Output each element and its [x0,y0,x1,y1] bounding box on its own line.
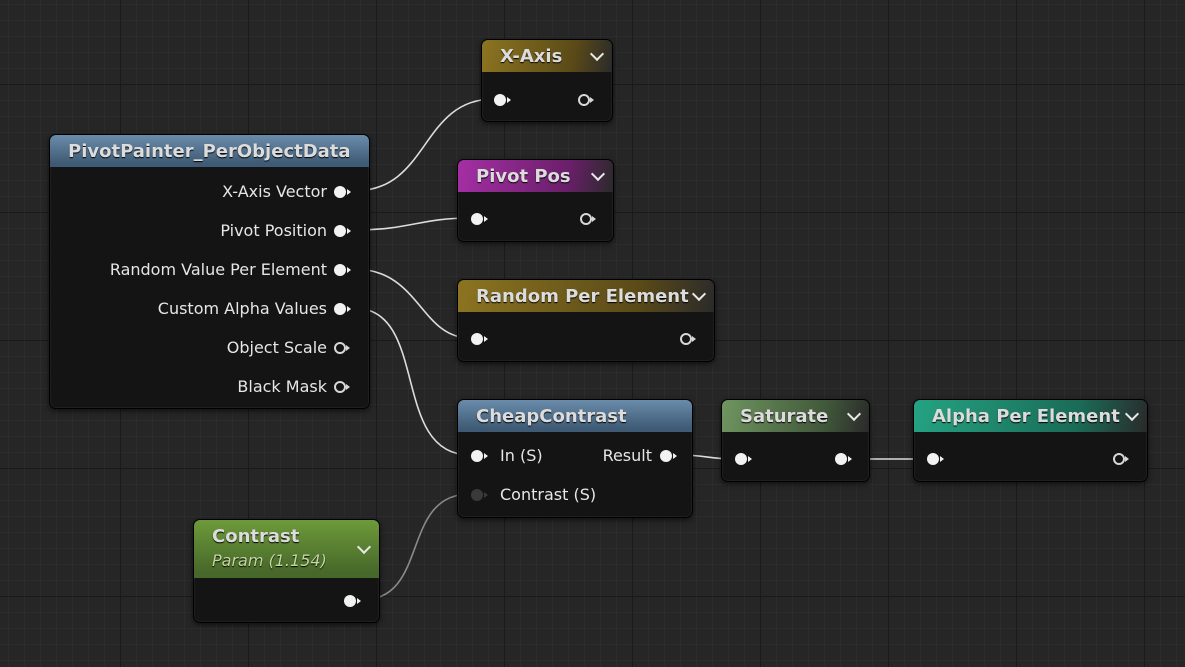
node-header: Random Per Element [458,280,714,312]
pin-icon[interactable] [334,264,351,276]
node-header: Alpha Per Element [914,400,1147,432]
pin-icon[interactable] [494,94,511,106]
pin-icon[interactable] [471,489,488,501]
node-title: CheapContrast [476,405,627,427]
node-saturate[interactable]: Saturate [721,399,870,482]
node-header: CheapContrast [458,400,692,432]
pin-icon[interactable] [334,342,350,354]
chevron-down-icon[interactable] [590,166,606,182]
node-title: Pivot Pos [476,165,571,187]
pin-label-custom-alpha: Custom Alpha Values [157,299,327,318]
pin-icon[interactable] [680,333,696,345]
pin-label-black-mask: Black Mask [237,377,327,396]
wire-random [353,268,471,339]
node-contrast-param[interactable]: Contrast Param (1.154) [193,519,380,623]
pin-icon[interactable] [471,213,488,225]
pin-icon[interactable] [334,225,351,237]
pin-label-random-value: Random Value Per Element [109,260,327,279]
node-title: Random Per Element [476,285,689,307]
pin-icon[interactable] [927,453,944,465]
node-subtitle: Param (1.154) [212,551,327,570]
pin-icon[interactable] [578,94,594,106]
node-alpha-per-element[interactable]: Alpha Per Element [913,399,1148,482]
pin-label-result: Result [602,446,652,465]
pin-icon[interactable] [1113,453,1129,465]
node-header: Contrast Param (1.154) [194,520,379,578]
node-title: Saturate [740,405,829,427]
pin-icon[interactable] [471,333,488,345]
wire-pivot [353,217,471,231]
node-pivot-pos[interactable]: Pivot Pos [457,159,614,242]
pin-label-object-scale: Object Scale [226,338,327,357]
node-header: Pivot Pos [458,160,613,192]
pin-label-contrast: Contrast (S) [500,485,597,504]
node-header: X-Axis [482,40,612,72]
pin-label-pivot-position: Pivot Position [220,221,327,240]
pin-icon[interactable] [471,450,488,462]
node-pivot-painter[interactable]: PivotPainter_PerObjectData X-Axis Vector… [49,134,370,409]
pin-label-in: In (S) [500,446,543,465]
node-title: PivotPainter_PerObjectData [68,140,351,162]
chevron-down-icon[interactable] [691,286,707,302]
pin-label-x-axis-vector: X-Axis Vector [222,182,327,201]
pin-icon[interactable] [334,381,350,393]
pin-icon[interactable] [580,213,596,225]
node-title: Contrast [212,526,300,547]
pin-icon[interactable] [835,453,852,465]
chevron-down-icon[interactable] [846,406,862,422]
node-title: X-Axis [500,45,563,67]
pin-icon[interactable] [334,303,351,315]
node-cheap-contrast[interactable]: CheapContrast In (S) Result Contrast (S) [457,399,693,518]
pin-icon[interactable] [660,450,677,462]
node-random-per-element[interactable]: Random Per Element [457,279,715,362]
wire-alpha [353,307,471,456]
pin-icon[interactable] [334,186,351,198]
chevron-down-icon[interactable] [589,46,605,62]
pin-icon[interactable] [344,595,361,607]
node-header: PivotPainter_PerObjectData [50,135,369,167]
pin-icon[interactable] [735,453,752,465]
node-x-axis[interactable]: X-Axis [481,39,613,122]
node-title: Alpha Per Element [932,405,1120,427]
node-header: Saturate [722,400,869,432]
chevron-down-icon[interactable] [1124,406,1140,422]
